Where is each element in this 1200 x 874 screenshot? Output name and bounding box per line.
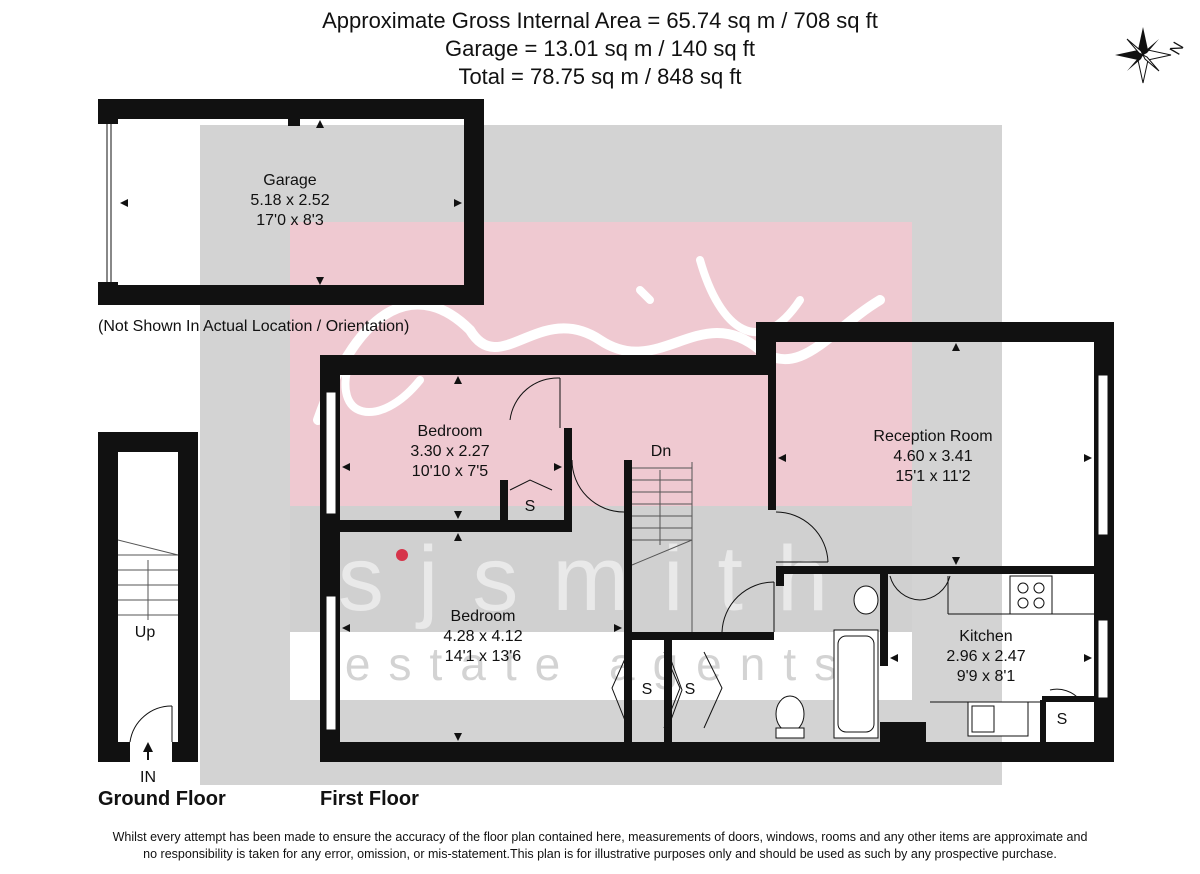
watermark-brand-text: sjsmith <box>338 528 862 630</box>
garage-imperial: 17'0 x 8'3 <box>256 212 324 229</box>
ground-floor-stairs <box>117 539 179 743</box>
dimension-arrows <box>120 120 1092 752</box>
room-metric: 2.96 x 2.47 <box>946 648 1026 665</box>
disclaimer-line-2: no responsibility is taken for any error… <box>143 847 1057 861</box>
door-swings <box>509 377 1081 701</box>
garage-door <box>106 124 112 282</box>
room-imperial: 10'10 x 7'5 <box>411 463 489 480</box>
room-name: Kitchen <box>959 628 1013 645</box>
watermark-white-band <box>290 632 912 700</box>
storage-label-bedroom: S <box>524 498 536 515</box>
gross-area-line: Approximate Gross Internal Area = 65.74 … <box>322 8 878 33</box>
total-area-line: Total = 78.75 sq m / 848 sq ft <box>458 64 742 89</box>
stairs-up-label: Up <box>134 624 156 641</box>
watermark-tagline: estate agents <box>345 638 855 690</box>
room-imperial: 15'1 x 11'2 <box>895 468 971 485</box>
room-imperial: 9'9 x 8'1 <box>956 668 1016 685</box>
storage-label-landing-2: S <box>684 681 696 698</box>
disclaimer-line-1: Whilst every attempt has been made to en… <box>112 830 1088 844</box>
watermark-red-dot <box>396 549 408 561</box>
room-metric: 3.30 x 2.27 <box>410 443 490 460</box>
room-name: Bedroom <box>417 423 483 440</box>
reception-room-label: Reception Room 4.60 x 3.41 15'1 x 11'2 <box>873 427 992 487</box>
entrance-label: IN <box>140 769 156 786</box>
bathroom-fixtures <box>775 585 879 739</box>
storage-label-landing-1: S <box>641 681 653 698</box>
kitchen-fixtures <box>930 575 1094 737</box>
room-metric: 4.60 x 3.41 <box>893 448 973 465</box>
first-floor-stairs <box>631 462 693 632</box>
bedroom-large-label: Bedroom 4.28 x 4.12 14'1 x 13'6 <box>443 607 522 667</box>
garage-metric: 5.18 x 2.52 <box>250 192 330 209</box>
storage-cupboards <box>509 479 723 729</box>
ground-floor-label: Ground Floor <box>98 788 226 810</box>
room-name: Bedroom <box>450 608 516 625</box>
watermark-signature <box>313 295 885 425</box>
first-floor-windows <box>325 374 1109 731</box>
room-imperial: 14'1 x 13'6 <box>444 648 522 665</box>
bedroom-small-label: Bedroom 3.30 x 2.27 10'10 x 7'5 <box>410 422 489 482</box>
room-metric: 4.28 x 4.12 <box>443 628 523 645</box>
disclaimer: Whilst every attempt has been made to en… <box>0 829 1200 863</box>
kitchen-label: Kitchen 2.96 x 2.47 9'9 x 8'1 <box>946 627 1025 687</box>
compass-icon <box>1115 27 1172 84</box>
garage-location-note: (Not Shown In Actual Location / Orientat… <box>98 318 410 335</box>
garage-area-line: Garage = 13.01 sq m / 140 sq ft <box>444 36 756 61</box>
stairs-down-label: Dn <box>650 443 672 460</box>
first-floor-label: First Floor <box>320 788 419 810</box>
garage-label: Garage 5.18 x 2.52 17'0 x 8'3 <box>250 171 329 231</box>
garage-walls <box>98 99 484 305</box>
storage-label-kitchen: S <box>1056 711 1068 728</box>
garage-name: Garage <box>263 172 317 189</box>
room-name: Reception Room <box>873 428 993 445</box>
ground-floor-walls <box>98 432 198 762</box>
